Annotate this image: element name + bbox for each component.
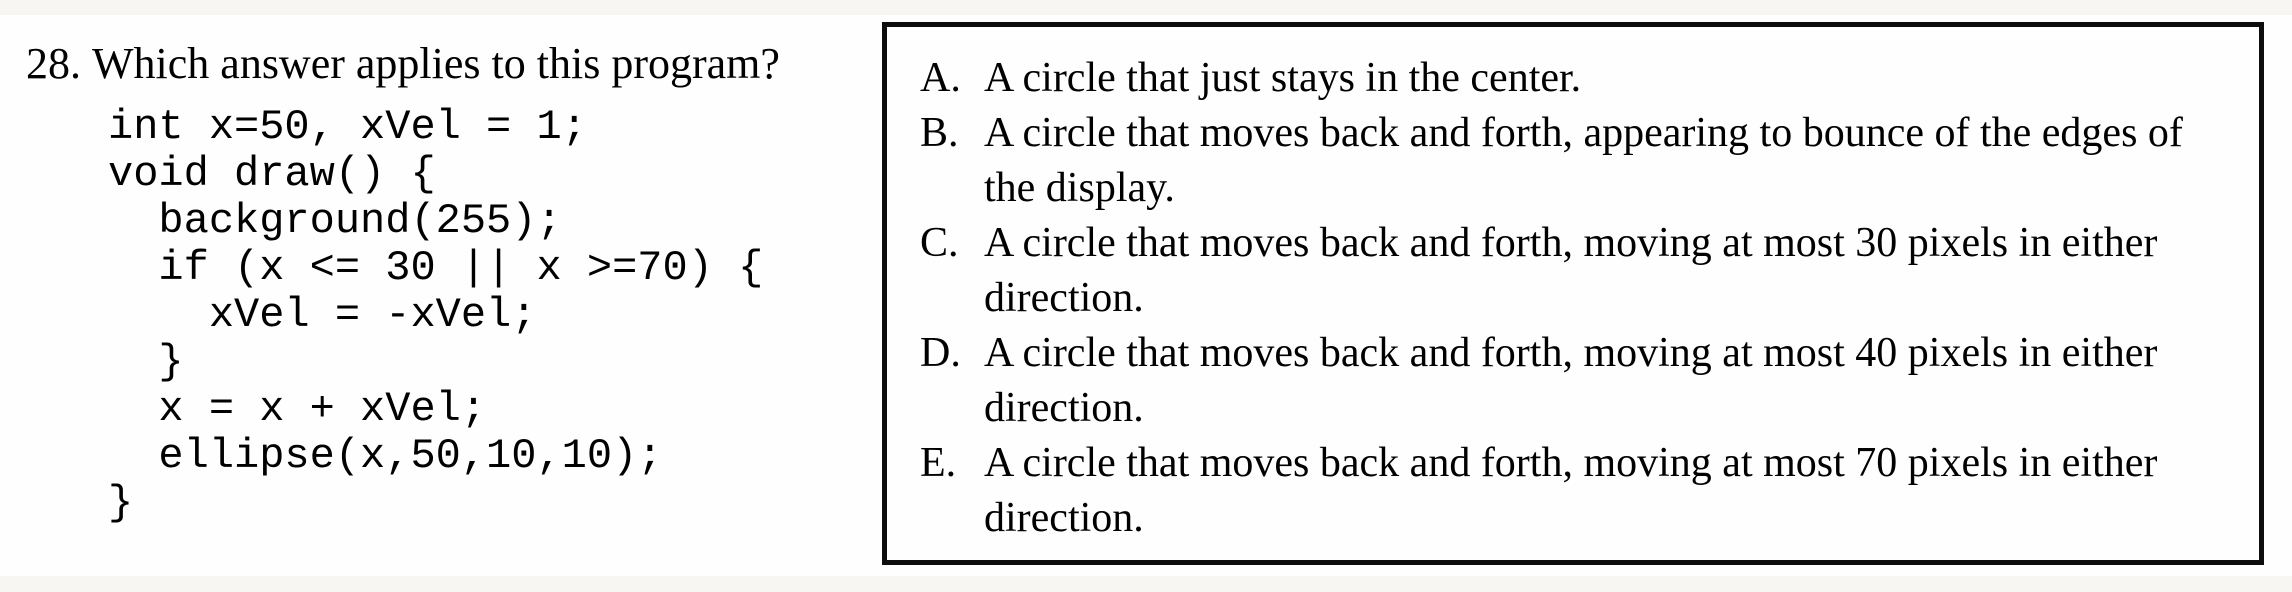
question-line: 28. Which answer applies to this program… bbox=[26, 38, 876, 90]
answer-option-letter: C. bbox=[920, 220, 959, 266]
code-line: int x=50, xVel = 1; bbox=[108, 103, 587, 151]
answer-option: C. A circle that moves back and forth, m… bbox=[920, 216, 2241, 326]
question-text: Which answer applies to this program? bbox=[92, 39, 780, 88]
question-number: 28. bbox=[26, 39, 81, 88]
code-line: background(255); bbox=[108, 197, 562, 245]
answer-option-letter: A. bbox=[920, 55, 961, 101]
answer-option-text: A circle that moves back and forth, movi… bbox=[984, 330, 2158, 431]
answer-option-text: A circle that just stays in the center. bbox=[984, 55, 1582, 101]
code-block: int x=50, xVel = 1; void draw() { backgr… bbox=[108, 104, 876, 527]
page-bottom-edge bbox=[0, 576, 2292, 592]
answer-option: A. A circle that just stays in the cente… bbox=[920, 51, 2241, 106]
page-top-edge bbox=[0, 0, 2292, 15]
code-line: } bbox=[108, 479, 134, 527]
answer-option-text: A circle that moves back and forth, movi… bbox=[984, 220, 2158, 321]
answer-choices-box: A. A circle that just stays in the cente… bbox=[882, 22, 2264, 565]
code-line: ellipse(x,50,10,10); bbox=[108, 432, 663, 480]
code-line: x = x + xVel; bbox=[108, 385, 487, 433]
code-line: void draw() { bbox=[108, 150, 436, 198]
answer-option: B. A circle that moves back and forth, a… bbox=[920, 106, 2241, 216]
answer-option-text: A circle that moves back and forth, movi… bbox=[984, 440, 2158, 541]
code-line: } bbox=[108, 338, 184, 386]
answer-option-letter: D. bbox=[920, 330, 961, 376]
answer-option: D. A circle that moves back and forth, m… bbox=[920, 326, 2241, 436]
question-column: 28. Which answer applies to this program… bbox=[26, 38, 876, 527]
code-line: if (x <= 30 || x >=70) { bbox=[108, 244, 764, 292]
answer-option-letter: E. bbox=[920, 440, 957, 486]
answer-option-text: A circle that moves back and forth, appe… bbox=[984, 110, 2183, 211]
code-line: xVel = -xVel; bbox=[108, 291, 537, 339]
answer-option: E. A circle that moves back and forth, m… bbox=[920, 436, 2241, 546]
answer-option-letter: B. bbox=[920, 110, 959, 156]
